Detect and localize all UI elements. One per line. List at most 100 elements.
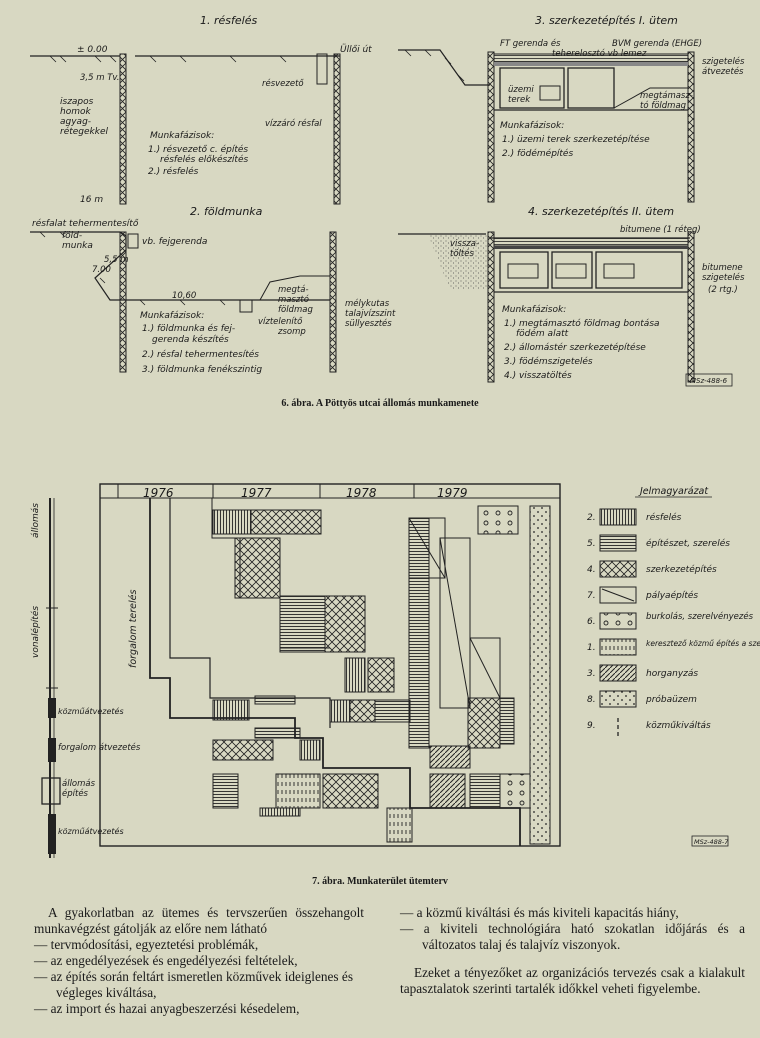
depth-700-label: 7.00 xyxy=(92,265,111,275)
bar-epiteszet-3 xyxy=(499,697,515,745)
p1-phase-1: 1.) résvezető c. építés xyxy=(148,144,248,155)
p3-core-1: megtámasz- xyxy=(640,91,693,101)
bar-palya-2 xyxy=(439,537,471,709)
legend-title: Jelmagyarázat xyxy=(638,486,709,497)
traffic-crossing-label: forgalom átvezetés xyxy=(58,742,141,753)
bar-proba-1 xyxy=(529,505,551,845)
relief-label: résfalat tehermentesítő xyxy=(32,218,139,229)
station-build-label-1: állomás xyxy=(62,779,96,789)
legend-item-burkolas: 6. burkolás, szerelvényezés xyxy=(587,611,754,630)
svg-text:résfelés: résfelés xyxy=(646,512,682,523)
legend: Jelmagyarázat 2. résfelés 5. építészet, … xyxy=(587,486,760,736)
bar-szerkezet-3 xyxy=(324,595,366,653)
gantt-bars xyxy=(212,505,551,845)
bar-szerkezet-2 xyxy=(234,537,281,599)
panel-2-title: 2. földmunka xyxy=(190,205,263,218)
bitumen2-3: (2 rtg.) xyxy=(708,285,738,295)
year-1979: 1979 xyxy=(437,486,468,500)
service-rooms-1: üzemi xyxy=(508,85,534,95)
p1-phases-title: Munkafázisok: xyxy=(150,131,214,141)
bar-szerkezet-5 xyxy=(467,697,501,749)
p3-phases-title: Munkafázisok: xyxy=(500,121,564,131)
backfill-1: vissza- xyxy=(450,239,479,249)
panel-1-title: 1. résfelés xyxy=(200,14,257,27)
figure-7-schedule: 1976 1977 1978 1979 állomás vonalépítés … xyxy=(30,483,760,858)
bar-palya-1 xyxy=(408,517,446,579)
gantt-frame xyxy=(99,483,561,847)
p4-phase-4: 4.) visszatöltés xyxy=(504,370,572,381)
figure-7-ref: MSz-488-7 xyxy=(694,838,729,846)
list-item: — a kiviteli technológiára ható szokatla… xyxy=(400,921,745,952)
bar-szerkezet-7 xyxy=(212,739,274,761)
line-construction-label: vonalépítés xyxy=(30,606,41,658)
svg-text:burkolás, szerelvényezés: burkolás, szerelvényezés xyxy=(646,611,754,622)
svg-text:3.: 3. xyxy=(587,669,596,679)
bar-vdash-1 xyxy=(275,773,321,809)
body-outro: Ezeket a tényezőket az organizációs terv… xyxy=(400,965,745,996)
p2-phase-3: 3.) földmunka fenékszintig xyxy=(142,364,262,375)
insulation-label: szigetelés xyxy=(702,56,745,67)
p4-phase-3: 3.) födémszigetelés xyxy=(504,356,593,367)
bar-szerkezet-8 xyxy=(322,773,379,809)
bar-diag-1 xyxy=(429,745,471,769)
station-build-label-2: építés xyxy=(62,788,89,799)
list-item: — az engedélyezések és engedélyezési fel… xyxy=(34,953,298,968)
year-1977: 1977 xyxy=(241,486,272,500)
p4-phase-2: 2.) állomástér szerkezetépítése xyxy=(504,342,646,353)
panel-3-title: 3. szerkezetépítés I. ütem xyxy=(535,14,678,27)
dewatering-1: mélykutas xyxy=(345,298,390,309)
p3-core-2: tó földmag xyxy=(640,100,687,111)
bitumen-label: bitumene (1 réteg) xyxy=(620,224,701,235)
sump-1: víztelenítő xyxy=(258,317,303,327)
sump-2: zsomp xyxy=(277,327,306,337)
dewatering-3: süllyesztés xyxy=(345,318,392,329)
bvm-label: BVM gerenda (EHGE) xyxy=(612,39,702,49)
p1-phase-1b: résfelés előkészítés xyxy=(160,154,248,165)
figure-6-caption: 6. ábra. A Pöttyös utcai állomás munkame… xyxy=(281,398,479,409)
bar-vdash-2 xyxy=(386,807,413,843)
fold-line-2: munka xyxy=(62,241,93,251)
bar-szerkezet-1 xyxy=(250,509,322,535)
legend-item-kozmukivaltas: 9. közműkiváltás xyxy=(587,718,711,736)
bar-resfeles-5 xyxy=(299,739,321,761)
soil-line-2: homok xyxy=(60,107,91,117)
bar-epiteszet-1 xyxy=(279,595,326,653)
svg-text:keresztező közmű építés a szer: keresztező közmű építés a szerkezet fölö… xyxy=(646,639,760,648)
p1-phase-2: 2.) résfelés xyxy=(148,166,199,177)
list-item: — tervmódosítási, egyeztetési problémák, xyxy=(34,937,259,952)
utility-crossing-label-2: közműátvezetés xyxy=(58,826,124,836)
svg-text:9.: 9. xyxy=(587,721,596,731)
bar-epiteszet-4 xyxy=(254,695,296,705)
svg-text:5.: 5. xyxy=(587,539,596,549)
bar-resfeles-2 xyxy=(344,657,366,693)
list-item: — a közmű kiváltási és más kiviteli kapa… xyxy=(400,905,679,920)
bar-resfeles-1 xyxy=(212,509,252,535)
svg-text:építészet, szerelés: építészet, szerelés xyxy=(646,538,730,549)
p4-phase-1b: födém alatt xyxy=(516,328,569,339)
legend-item-szerkezet: 4. szerkezetépítés xyxy=(587,560,717,578)
fejgerenda-label: vb. fejgerenda xyxy=(142,237,207,247)
station-label: állomás xyxy=(31,503,41,538)
svg-text:6.: 6. xyxy=(587,617,596,627)
backfill-2: töltés xyxy=(450,248,474,259)
dewatering-2: talajvízszint xyxy=(345,309,396,319)
bar-epiteszet-7 xyxy=(212,773,239,809)
body-left-column: A gyakorlatban az ütemes és tervszerűen … xyxy=(34,905,364,1017)
support-core-1: megtá- xyxy=(278,285,309,295)
body-right-column: — a közmű kiváltási és más kiviteli kapa… xyxy=(400,905,745,997)
station-strip xyxy=(41,498,61,858)
year-1978: 1978 xyxy=(346,486,377,500)
road-label: Üllői út xyxy=(340,44,372,55)
panel-4-title: 4. szerkezetépítés II. ütem xyxy=(528,205,674,218)
depth-55-label: 5,5 m xyxy=(104,255,129,265)
load-slab-label: teherelosztó vb lemez xyxy=(552,48,647,59)
list-item: — az import és hazai anyagbeszerzési kés… xyxy=(34,1001,300,1016)
bar-resfeles-6 xyxy=(259,807,301,817)
svg-text:1.: 1. xyxy=(587,643,596,653)
figure-7-caption: 7. ábra. Munkaterület ütemterv xyxy=(312,876,448,887)
p4-phases-title: Munkafázisok: xyxy=(502,305,566,315)
legend-item-epiteszet: 5. építészet, szerelés xyxy=(587,534,730,552)
support-core-3: földmag xyxy=(278,305,313,315)
svg-text:8.: 8. xyxy=(587,695,596,705)
water-table-label: 3,5 m Tv. xyxy=(80,73,119,83)
